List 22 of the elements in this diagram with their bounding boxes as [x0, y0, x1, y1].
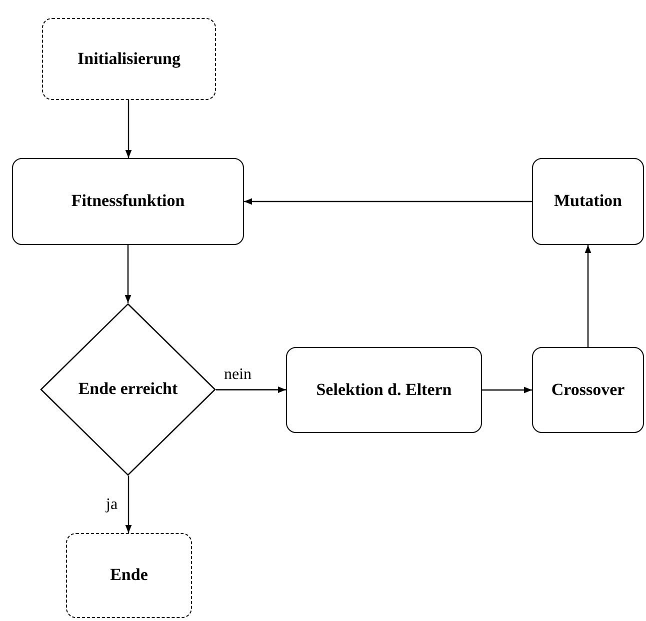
node-label: Fitnessfunktion	[71, 190, 185, 212]
edge-label: ja	[104, 496, 120, 514]
arrow	[216, 386, 286, 393]
node-label: Initialisierung	[78, 48, 180, 70]
node-label: Mutation	[554, 190, 622, 212]
terminal-box	[42, 18, 216, 100]
terminal-box	[66, 533, 192, 618]
node-label: Ende erreicht	[78, 378, 178, 400]
arrow	[584, 245, 592, 347]
node-label: Ende	[110, 564, 148, 586]
process-box	[12, 158, 244, 245]
arrow	[125, 100, 132, 158]
process-box	[532, 158, 644, 245]
node-label: Crossover	[551, 378, 625, 401]
decision-diamond	[40, 303, 216, 476]
arrow	[244, 198, 532, 205]
arrow	[482, 386, 532, 394]
process-box	[532, 347, 644, 433]
arrow	[125, 476, 132, 533]
arrow	[124, 245, 132, 303]
process-box	[286, 347, 482, 433]
node-label: Selektion d. Eltern	[316, 378, 452, 401]
